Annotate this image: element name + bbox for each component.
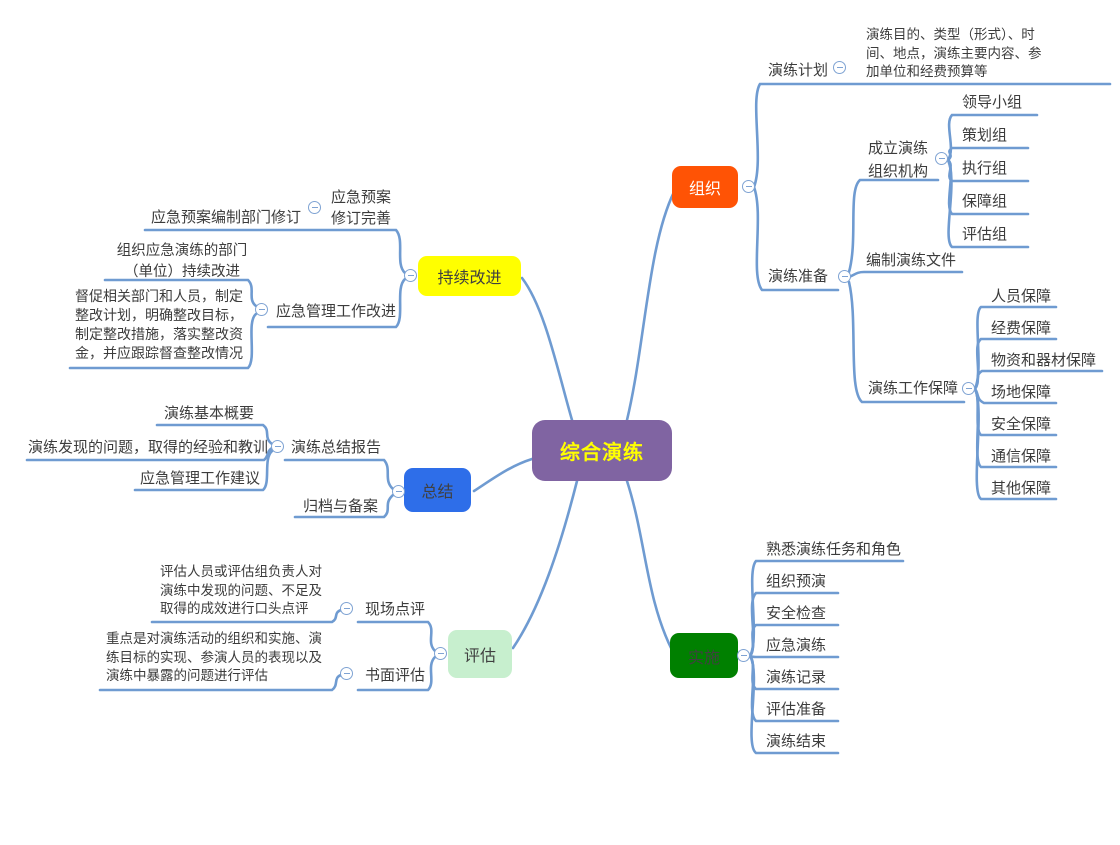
collapse-icon[interactable] [340,602,353,615]
main-topic-summary[interactable]: 总结 [404,468,471,512]
connector-path [293,493,395,519]
main-topic-improve[interactable]: 持续改进 [418,256,521,296]
topic-impl-item[interactable]: 演练结束 [766,732,827,750]
connector-path [752,185,840,292]
collapse-icon[interactable] [308,201,321,214]
main-topic-org[interactable]: 组织 [672,166,738,208]
connector-path [520,276,574,422]
topic-structure-item[interactable]: 执行组 [962,159,1008,177]
connector-path [752,82,1112,189]
topic-support-item[interactable]: 其他保障 [991,479,1052,497]
connector-path [847,280,966,404]
topic-report-item[interactable]: 演练发现的问题，取得的经验和教训 [28,438,269,456]
connector-path [748,654,840,755]
topic-archive[interactable]: 归档与备案 [303,497,379,515]
topic-support-item[interactable]: 经费保障 [991,319,1052,337]
connector-path [748,654,840,659]
connector-path [356,655,437,692]
connector-path [748,623,840,658]
connector-path [150,608,343,624]
collapse-icon[interactable] [404,269,417,282]
collapse-icon[interactable] [838,270,851,283]
topic-impl-item[interactable]: 应急演练 [766,636,827,654]
topic-support[interactable]: 演练工作保障 [868,379,959,397]
connector-path [625,479,674,652]
topic-structure-item[interactable]: 评估组 [962,225,1008,243]
connector-path [847,270,964,279]
connector-path [973,387,1058,501]
collapse-icon[interactable] [271,440,284,453]
topic-structure-item[interactable]: 策划组 [962,126,1008,144]
main-topic-impl[interactable]: 实施 [670,633,738,678]
topic-report-item[interactable]: 演练基本概要 [164,404,255,422]
topic-support-item[interactable]: 人员保障 [991,287,1052,305]
central-topic[interactable]: 综合演练 [532,420,672,481]
topic-impl-item[interactable]: 评估准备 [766,700,827,718]
connectors [25,82,1112,755]
topic-written-note[interactable]: 重点是对演练活动的组织和实施、演 练目标的实现、参演人员的表现以及 演练中暴露的… [106,631,322,684]
topic-plan[interactable]: 演练计划 [768,61,829,79]
connector-path [625,190,676,422]
topic-support-item[interactable]: 物资和器材保障 [991,351,1097,369]
topic-support-item[interactable]: 场地保障 [991,383,1052,401]
collapse-icon[interactable] [962,382,975,395]
topic-onsite[interactable]: 现场点评 [365,600,426,618]
topic-plan-note[interactable]: 演练目的、类型（形式）、时 间、地点，演练主要内容、参 加单位和经费预算等 [866,27,1042,80]
connector-path [68,312,258,370]
connector-path [103,278,258,308]
topic-onsite-note[interactable]: 评估人员或评估组负责人对 演练中发现的问题、不足及 取得的成效进行口头点评 [160,564,322,617]
topic-mgmt[interactable]: 应急管理工作改进 [276,302,397,320]
topic-revision-note[interactable]: 应急预案编制部门修订 [151,208,302,226]
connector-path [283,458,395,491]
collapse-icon[interactable] [833,61,846,74]
collapse-icon[interactable] [392,485,405,498]
topic-written[interactable]: 书面评估 [365,666,426,684]
connector-path [847,178,940,274]
connector-path [946,158,1030,249]
collapse-icon[interactable] [434,647,447,660]
topic-mgmt-note-1[interactable]: 组织应急演练的部门 （单位）持续改进 [116,243,248,280]
connector-path [133,449,274,492]
topic-prep[interactable]: 演练准备 [768,267,829,285]
topic-impl-item[interactable]: 熟悉演练任务和角色 [766,540,902,558]
connector-path [472,457,534,493]
main-topic-eval[interactable]: 评估 [448,630,512,678]
connector-path [946,146,1030,162]
topic-impl-item[interactable]: 演练记录 [766,668,827,686]
connector-path [155,423,274,446]
topic-structure-item[interactable]: 保障组 [962,192,1008,210]
connector-path [25,446,274,462]
topic-report-item[interactable]: 应急管理工作建议 [140,469,261,487]
topic-impl-item[interactable]: 组织预演 [766,572,827,590]
connector-path [143,228,407,275]
collapse-icon[interactable] [255,303,268,316]
connector-path [266,277,407,329]
connector-path [973,369,1104,391]
topic-report[interactable]: 演练总结报告 [291,438,382,456]
topic-structure[interactable]: 成立演练 组织机构 [868,139,929,180]
collapse-icon[interactable] [340,667,353,680]
collapse-icon[interactable] [737,649,750,662]
connector-path [356,620,437,653]
topic-support-item[interactable]: 通信保障 [991,447,1052,465]
topic-mgmt-note-2[interactable]: 督促相关部门和人员，制定 整改计划，明确整改目标， 制定整改措施，落实整改资 金… [75,289,243,362]
collapse-icon[interactable] [935,152,948,165]
topic-revision[interactable]: 应急预案 修订完善 [331,188,392,227]
topic-docs[interactable]: 编制演练文件 [866,251,957,269]
collapse-icon[interactable] [742,180,755,193]
connector-path [98,673,343,692]
topic-support-item[interactable]: 安全保障 [991,415,1052,433]
topic-impl-item[interactable]: 安全检查 [766,604,827,622]
connector-path [511,479,579,650]
topic-structure-item[interactable]: 领导小组 [962,93,1023,111]
